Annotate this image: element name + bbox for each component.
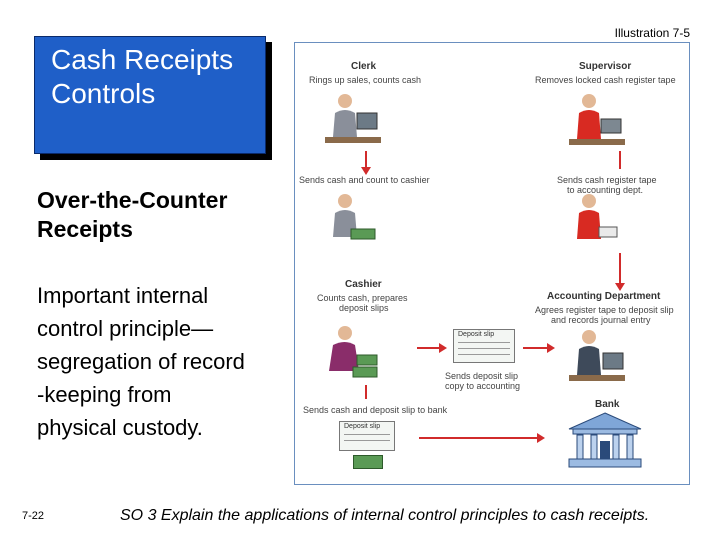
- arrow-cashier-slip-line: [417, 347, 441, 349]
- body-line1: Important internal: [37, 283, 209, 308]
- clerk-person-icon: [325, 94, 381, 143]
- arrow-bank-line: [419, 437, 539, 439]
- arrow-deposit-copy-label-2: copy to accounting: [445, 381, 521, 391]
- supervisor-role: Supervisor: [579, 61, 632, 72]
- supervisor-tape-person-icon: [577, 194, 618, 239]
- arrow-sup-acct-head: [615, 283, 625, 291]
- arrow-sup-acct-label-2: to accounting dept.: [567, 185, 644, 195]
- supervisor-person-icon: [569, 94, 625, 145]
- arrow-to-bank-label: Sends cash and deposit slip to bank: [303, 405, 448, 415]
- accounting-desc-2: and records journal entry: [551, 315, 651, 325]
- clerk-desc: Rings up sales, counts cash: [309, 75, 422, 85]
- slide-title: Cash Receipts Controls: [51, 43, 233, 111]
- bank-building-icon: [568, 412, 642, 468]
- arrow-sup-acct-label-1: Sends cash register tape: [557, 175, 657, 185]
- cashier-person-icon: [329, 326, 378, 378]
- accounting-role: Accounting Department: [547, 291, 661, 302]
- subheading-line1: Over-the-Counter: [37, 187, 228, 213]
- arrow-sup-acct-line-bottom: [619, 253, 621, 283]
- deposit-slip-line: [344, 434, 390, 435]
- cash-bundle-icon: [353, 455, 383, 469]
- arrow-slip-acct-head: [547, 343, 555, 353]
- deposit-slip-copy-title: Deposit slip: [458, 331, 495, 338]
- body-line5: physical custody.: [37, 415, 203, 440]
- subheading-line2: Receipts: [37, 216, 133, 242]
- arrow-cashier-slip-head: [439, 343, 447, 353]
- cash-receipts-diagram: Clerk Rings up sales, counts cash Superv…: [294, 42, 690, 485]
- body-line2: control principle—: [37, 316, 214, 341]
- supervisor-desc: Removes locked cash register tape: [535, 75, 676, 85]
- body-text: Important internal control principle— se…: [37, 279, 287, 444]
- deposit-slip-line: [458, 348, 510, 349]
- bank-role: Bank: [595, 399, 620, 410]
- arrow-slip-acct-line: [523, 347, 549, 349]
- clerk-role: Clerk: [351, 61, 377, 72]
- accounting-desc-1: Agrees register tape to deposit slip: [535, 305, 674, 315]
- arrow-clerk-cashier-head: [361, 167, 371, 175]
- illustration-label: Illustration 7-5: [614, 26, 690, 40]
- deposit-slip-title: Deposit slip: [344, 423, 381, 430]
- body-line3: segregation of record: [37, 349, 245, 374]
- arrow-bank-head: [537, 433, 545, 443]
- slide-title-line2: Controls: [51, 78, 156, 109]
- arrow-clerk-cashier-label: Sends cash and count to cashier: [299, 175, 430, 185]
- cashier-role: Cashier: [345, 279, 382, 290]
- deposit-slip: Deposit slip: [339, 421, 395, 451]
- arrow-sup-acct-line-top: [619, 151, 621, 169]
- arrow-clerk-cashier-line: [365, 151, 367, 169]
- arrow-cashier-bank-line: [365, 385, 367, 399]
- page-number: 7-22: [22, 510, 45, 522]
- body-line4: -keeping from: [37, 382, 172, 407]
- slide-title-line1: Cash Receipts: [51, 44, 234, 75]
- deposit-slip-line: [458, 354, 510, 355]
- deposit-slip-line: [344, 440, 390, 441]
- cashier-desc-2: deposit slips: [339, 303, 389, 313]
- accounting-person-icon: [569, 330, 625, 381]
- arrow-deposit-copy-label-1: Sends deposit slip: [445, 371, 519, 381]
- deposit-slip-line: [458, 342, 510, 343]
- study-objective: SO 3 Explain the applications of interna…: [120, 507, 650, 524]
- deposit-slip-copy: Deposit slip: [453, 329, 515, 363]
- title-box: Cash Receipts Controls: [34, 36, 266, 154]
- cashier-desc-1: Counts cash, prepares: [317, 293, 408, 303]
- subheading: Over-the-Counter Receipts: [37, 186, 277, 244]
- clerk-with-cash-person-icon: [333, 194, 376, 240]
